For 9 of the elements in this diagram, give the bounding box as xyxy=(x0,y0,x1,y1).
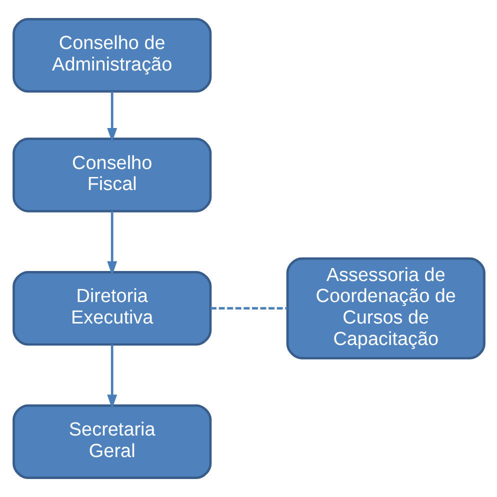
node-box: Conselho Fiscal xyxy=(12,138,212,212)
arrow xyxy=(106,92,117,142)
arrow xyxy=(106,211,117,276)
connector xyxy=(210,307,287,310)
arrow xyxy=(106,344,117,409)
node-box: Assessoria de Coordenação de Cursos de Capacitação xyxy=(286,257,485,360)
node-box: Diretoria Executiva xyxy=(12,271,212,346)
node-box: Conselho de Administração xyxy=(12,18,212,93)
node-box: Secretaria Geral xyxy=(12,404,212,480)
